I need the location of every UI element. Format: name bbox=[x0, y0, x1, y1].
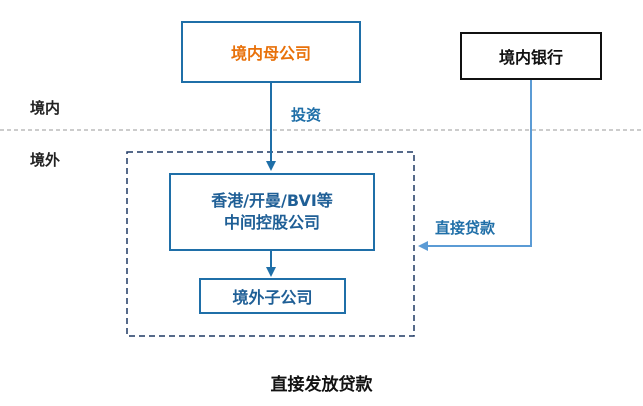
domestic-bank-text: 境内银行 bbox=[498, 48, 563, 67]
investment-label: 投资 bbox=[291, 106, 322, 124]
overseas-subsidiary-box: 境外子公司 bbox=[199, 278, 346, 314]
overseas-label: 境外 bbox=[30, 151, 61, 169]
overseas-subsidiary-text: 境外子公司 bbox=[232, 288, 313, 307]
domestic-bank-box: 境内银行 bbox=[460, 32, 602, 80]
holding-company-line2: 中间控股公司 bbox=[223, 213, 320, 232]
holding-company-box: 香港/开曼/BVI等 中间控股公司 bbox=[169, 173, 375, 251]
domestic-label: 境内 bbox=[30, 99, 61, 117]
diagram-title: 直接发放贷款 bbox=[270, 375, 373, 395]
holding-company-line1: 香港/开曼/BVI等 bbox=[211, 191, 333, 210]
direct-loan-arrow bbox=[418, 80, 532, 251]
direct-loan-label: 直接贷款 bbox=[435, 219, 496, 237]
parent-company-box: 境内母公司 bbox=[181, 21, 361, 83]
parent-company-text: 境内母公司 bbox=[230, 44, 311, 63]
